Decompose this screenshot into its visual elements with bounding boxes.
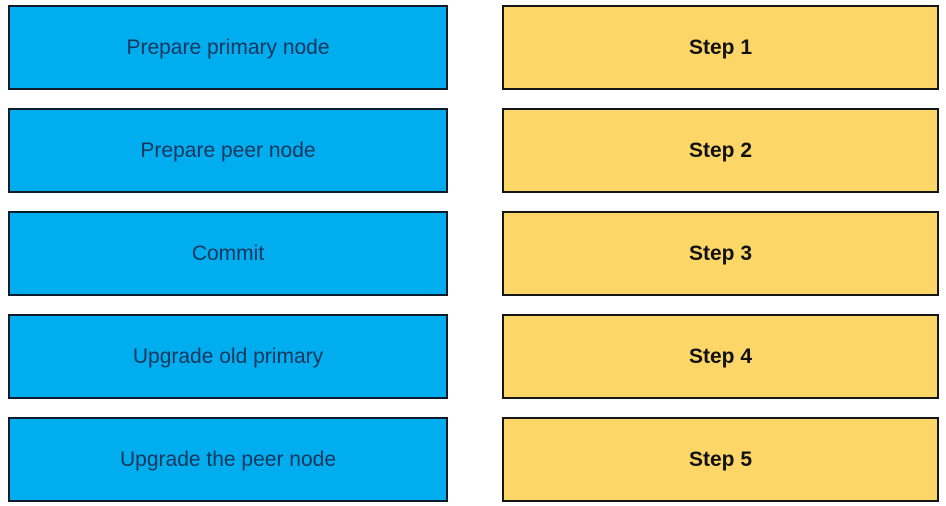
task-box-prepare-peer-node[interactable]: Prepare peer node xyxy=(8,108,448,193)
task-label: Prepare peer node xyxy=(140,138,316,162)
tasks-column: Prepare primary node Prepare peer node C… xyxy=(8,5,448,502)
step-slot-2[interactable]: Step 2 xyxy=(502,108,939,193)
steps-column: Step 1 Step 2 Step 3 Step 4 Step 5 xyxy=(502,5,939,502)
task-box-upgrade-old-primary[interactable]: Upgrade old primary xyxy=(8,314,448,399)
task-box-prepare-primary-node[interactable]: Prepare primary node xyxy=(8,5,448,90)
task-box-commit[interactable]: Commit xyxy=(8,211,448,296)
step-slot-1[interactable]: Step 1 xyxy=(502,5,939,90)
step-label: Step 4 xyxy=(688,344,753,368)
step-slot-5[interactable]: Step 5 xyxy=(502,417,939,502)
step-label: Step 2 xyxy=(688,138,753,162)
task-box-upgrade-the-peer-node[interactable]: Upgrade the peer node xyxy=(8,417,448,502)
task-label: Upgrade the peer node xyxy=(120,447,336,471)
step-label: Step 1 xyxy=(688,35,753,59)
step-slot-3[interactable]: Step 3 xyxy=(502,211,939,296)
task-label: Upgrade old primary xyxy=(132,344,324,368)
step-label: Step 5 xyxy=(688,447,753,471)
step-label: Step 3 xyxy=(688,241,753,265)
step-slot-4[interactable]: Step 4 xyxy=(502,314,939,399)
task-label: Commit xyxy=(191,241,265,265)
task-label: Prepare primary node xyxy=(126,35,330,59)
